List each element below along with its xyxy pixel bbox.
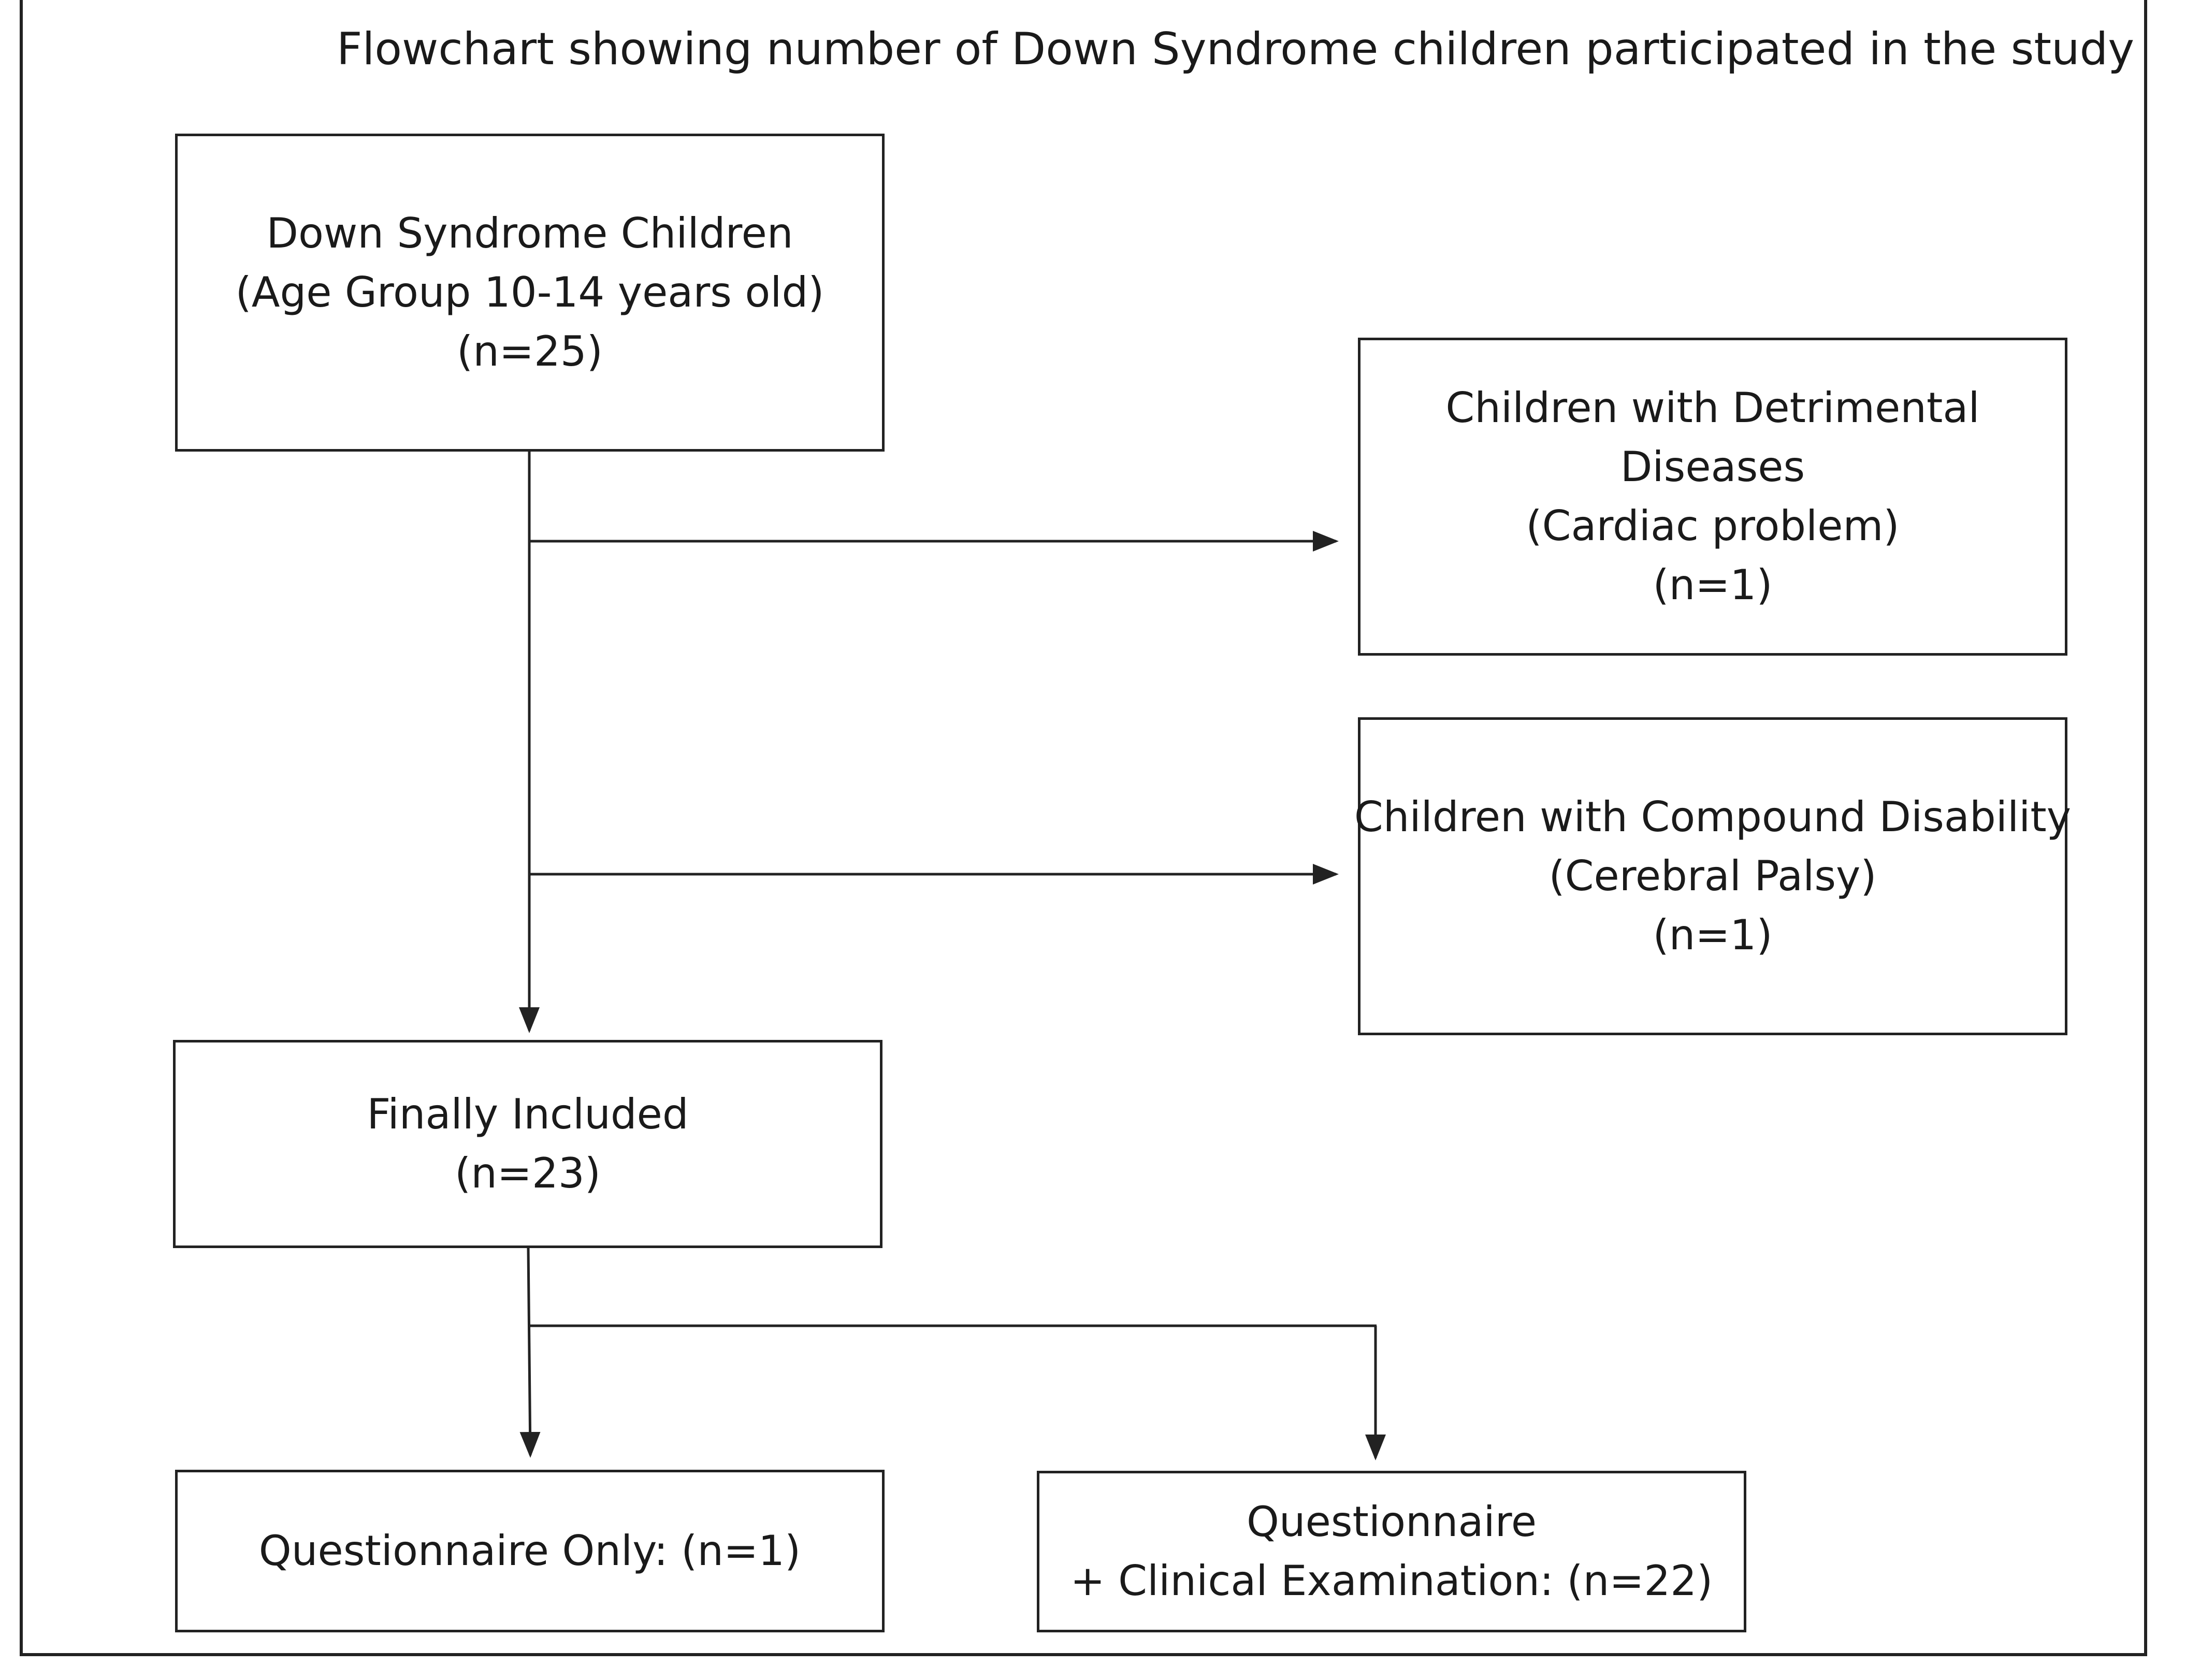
box-included-line1: Finally Included: [367, 1090, 689, 1138]
box-disease-line4: (n=1): [1653, 561, 1773, 609]
box-disease-line1: Children with Detrimental: [1445, 384, 1980, 432]
box-questionnaire-clinical-line1: Questionnaire: [1246, 1498, 1537, 1546]
box-start-line2: (Age Group 10-14 years old): [235, 268, 824, 316]
box-disability-line2: (Cerebral Palsy): [1548, 852, 1877, 900]
box-start-line1: Down Syndrome Children: [266, 209, 793, 257]
box-finally-included: Finally Included (n=23): [173, 1040, 882, 1248]
box-included-line2: (n=23): [455, 1149, 601, 1197]
diagram-title: Flowchart showing number of Down Syndrom…: [337, 23, 2135, 75]
box-disability-line1: Children with Compound Disability: [1354, 793, 2072, 841]
box-questionnaire-only-line1: Questionnaire Only: (n=1): [258, 1527, 801, 1575]
box-down-syndrome-children: Down Syndrome Children (Age Group 10-14 …: [175, 134, 885, 452]
box-disease-line3: (Cardiac problem): [1526, 502, 1900, 550]
box-compound-disability: Children with Compound Disability (Cereb…: [1354, 717, 2071, 1035]
diagram-frame: [20, 0, 2147, 1656]
box-disease-line2: Diseases: [1620, 443, 1805, 491]
box-questionnaire-clinical-line2: + Clinical Examination: (n=22): [1070, 1557, 1713, 1605]
box-detrimental-diseases: Children with Detrimental Diseases (Card…: [1358, 338, 2067, 656]
box-questionnaire-only: Questionnaire Only: (n=1): [175, 1470, 885, 1632]
connector-included-to-questionnaire-only: [519, 1248, 541, 1458]
box-disability-line3: (n=1): [1653, 911, 1773, 959]
box-questionnaire-clinical: Questionnaire + Clinical Examination: (n…: [1037, 1471, 1746, 1632]
box-start-line3: (n=25): [457, 327, 603, 375]
